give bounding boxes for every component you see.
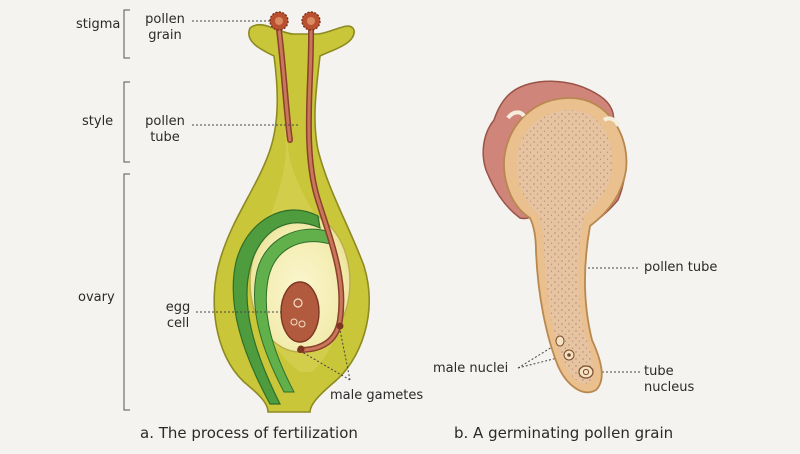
pollen-grain-right bbox=[301, 11, 321, 31]
tube-nucleus-shape bbox=[578, 365, 594, 379]
tube-nucleus-label: tube nucleus bbox=[644, 364, 694, 396]
male-gamete bbox=[297, 345, 305, 353]
male-nuclei-label: male nuclei bbox=[433, 361, 509, 376]
pollen-grain-label-line: grain bbox=[148, 28, 182, 43]
male-gamete-leader bbox=[301, 351, 351, 381]
pollen-tube-label-line: pollen bbox=[145, 114, 185, 129]
germ-pore bbox=[506, 110, 526, 120]
tube-nucleus-label-line: nucleus bbox=[644, 380, 695, 395]
tube-nucleus-label-line: tube bbox=[644, 364, 674, 379]
egg-cell-label: egg cell bbox=[160, 300, 196, 332]
pollen-grain-label-line: pollen bbox=[145, 12, 185, 27]
egg-granule bbox=[298, 320, 306, 328]
male-gamete bbox=[336, 322, 344, 330]
style-bracket bbox=[123, 81, 130, 163]
ovary-label: ovary bbox=[78, 290, 115, 305]
pollen-tube-right-label: pollen tube bbox=[644, 260, 718, 275]
egg-cell-shape bbox=[280, 281, 320, 343]
egg-granule bbox=[290, 318, 298, 326]
egg-cell-label-line: cell bbox=[166, 316, 190, 331]
egg-nucleus bbox=[293, 298, 303, 308]
ovary-bracket bbox=[123, 173, 130, 411]
germinating-pollen-grain bbox=[482, 80, 628, 394]
region-brackets bbox=[123, 9, 130, 411]
style-label: style bbox=[82, 114, 114, 129]
left-caption: a. The process of fertilization bbox=[140, 424, 358, 442]
male-nucleus bbox=[555, 335, 565, 347]
right-caption: b. A germinating pollen grain bbox=[454, 424, 674, 442]
pollen-tube-label-line: tube bbox=[150, 130, 180, 145]
egg-cell-label-line: egg bbox=[165, 300, 191, 315]
germ-pore bbox=[602, 116, 620, 127]
stigma-label: stigma bbox=[76, 17, 121, 32]
pistil bbox=[213, 11, 370, 413]
pollen-grain-left bbox=[269, 11, 289, 31]
male-gametes-label: male gametes bbox=[330, 388, 424, 403]
stigma-bracket bbox=[123, 9, 130, 59]
pollen-grain-label: pollen grain bbox=[140, 12, 190, 44]
ovule-integument-inner bbox=[253, 228, 331, 393]
male-gamete-leader bbox=[339, 329, 351, 381]
ovule-integument bbox=[232, 209, 321, 405]
pollen-tube-label: pollen tube bbox=[140, 114, 190, 146]
